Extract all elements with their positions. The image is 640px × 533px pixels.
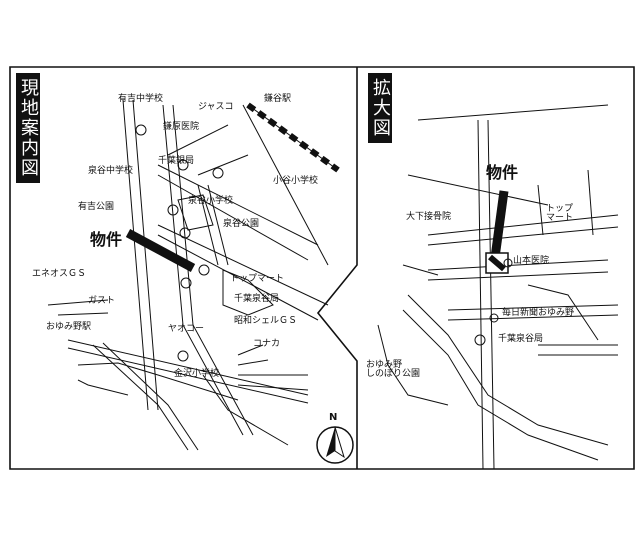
label-yamamoto-clinic: 山本医院 [513, 256, 550, 266]
right-map-title: 拡大図 [368, 73, 392, 143]
label-izumigaya-elem: 泉谷小学校 [188, 196, 234, 206]
label-eneos: エネオスＧＳ [32, 269, 87, 279]
label-chiba-post-right: 千葉泉谷局 [498, 334, 544, 344]
label-komatsu-elem: 小谷小学校 [273, 176, 319, 186]
compass-icon [316, 426, 354, 464]
map-sheet: 現地案内図 鎌谷駅 有吉中学校 ジャスコ 鎌原医院 千葉銀局 泉谷中学校 小谷小… [8, 65, 636, 471]
label-chiba-post-2: 千葉泉谷局 [234, 294, 280, 304]
label-mainichi: 毎日新聞おゆみ野 [502, 308, 575, 318]
label-gust: ガスト [88, 296, 116, 306]
label-station-kamagaya: 鎌谷駅 [264, 94, 292, 104]
label-top-mart: トップマート [230, 274, 285, 284]
label-arigo-park: 有吉公園 [78, 202, 115, 212]
label-chiba-post-1: 千葉銀局 [158, 156, 195, 166]
label-kanazawa-elem: 金沢小学校 [174, 369, 220, 379]
label-top-mart-right: トップ マート [546, 204, 574, 223]
label-shinobori-park: おゆみ野 しのぼり公園 [366, 360, 421, 379]
map-lines [9, 66, 635, 470]
label-izumigaya-middle: 泉谷中学校 [88, 166, 134, 176]
label-ohshita-clinic: 大下接骨院 [406, 212, 452, 222]
left-map-title: 現地案内図 [16, 73, 40, 183]
label-yaokoo: ヤオコー [168, 324, 205, 334]
label-showa-shell: 昭和シェルＧＳ [234, 316, 298, 326]
label-property-left: 物件 [90, 230, 123, 249]
label-arigo-middle: 有吉中学校 [118, 94, 164, 104]
compass-label: N [329, 412, 338, 423]
label-jasco: ジャスコ [198, 102, 234, 112]
label-kamahara-hospital: 鎌原医院 [163, 122, 200, 132]
label-izumigaya-park: 泉谷公園 [223, 219, 260, 229]
label-property-right: 物件 [486, 163, 519, 182]
label-konaka: コナカ [253, 339, 281, 349]
label-oyumino-station: おゆみ野駅 [46, 322, 92, 332]
